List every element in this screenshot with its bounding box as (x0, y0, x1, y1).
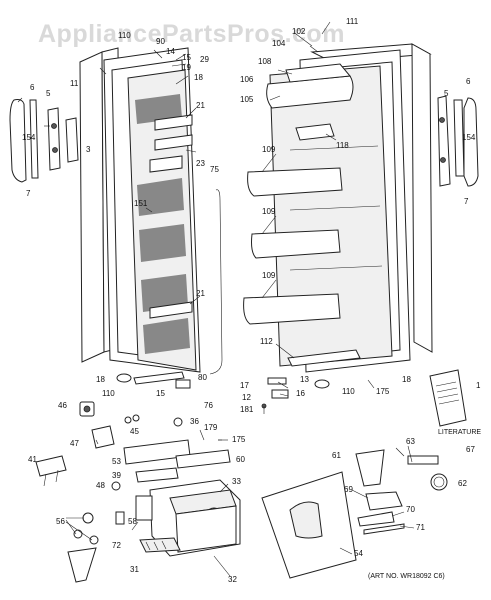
callout-70: 70 (406, 505, 415, 514)
callout-60: 60 (236, 455, 245, 464)
callout-75: 75 (210, 165, 219, 174)
literature-booklet: LITERATURE (429, 369, 481, 436)
callout-39: 39 (112, 471, 121, 480)
callout-108: 108 (258, 57, 272, 66)
callout-46: 46 (58, 401, 67, 410)
callout-41: 41 (28, 455, 37, 464)
callout-110c: 110 (342, 387, 355, 396)
callout-32: 32 (228, 575, 237, 584)
callout-15: 15 (182, 53, 191, 62)
callout-80: 80 (198, 373, 207, 382)
callout-102: 102 (292, 27, 306, 36)
callout-109b: 109 (262, 207, 276, 216)
callout-56: 56 (56, 517, 65, 526)
callout-6b: 6 (466, 77, 471, 86)
right-handle-assembly (437, 95, 479, 187)
callout-21b: 21 (196, 289, 205, 298)
callout-71: 71 (416, 523, 425, 532)
callout-5b: 5 (444, 89, 449, 98)
callout-62: 62 (458, 479, 467, 488)
callout-23: 23 (196, 159, 205, 168)
callout-154: 154 (22, 133, 36, 142)
callout-154b: 154 (462, 133, 476, 142)
callout-67: 67 (466, 445, 475, 454)
callout-36: 36 (190, 417, 199, 426)
callout-18b: 18 (96, 375, 105, 384)
callout-47: 47 (70, 439, 79, 448)
callout-11: 11 (70, 79, 79, 88)
callout-175: 175 (376, 387, 390, 396)
callout-109c: 109 (262, 271, 276, 280)
callout-18: 18 (194, 73, 203, 82)
callout-7: 7 (26, 189, 31, 198)
callout-111: 111 (346, 17, 359, 26)
callout-5: 5 (46, 89, 51, 98)
callout-105: 105 (240, 95, 254, 104)
callout-106: 106 (240, 75, 254, 84)
callout-90: 90 (156, 37, 165, 46)
hinge-small-parts (261, 377, 289, 414)
callout-61: 61 (332, 451, 341, 460)
callout-58: 58 (128, 517, 137, 526)
callout-109a: 109 (262, 145, 276, 154)
callout-63: 63 (406, 437, 415, 446)
callout-72: 72 (112, 541, 121, 550)
ice-chute-parts (355, 445, 448, 535)
callout-15b: 15 (156, 389, 165, 398)
callout-76: 76 (204, 401, 213, 410)
callout-33: 33 (232, 477, 241, 486)
callout-110: 110 (118, 31, 131, 40)
callout-175b: 175 (232, 435, 246, 444)
callout-14: 14 (166, 47, 175, 56)
literature-label: LITERATURE (438, 429, 481, 436)
callout-53: 53 (112, 457, 121, 466)
callout-31: 31 (130, 565, 139, 574)
fresh-food-door-assembly (243, 43, 433, 389)
callout-110b: 110 (102, 389, 115, 398)
callout-labels: 110 90 14 15 19 18 29 21 23 75 151 21 11… (22, 17, 481, 584)
callout-21: 21 (196, 101, 205, 110)
callout-3: 3 (86, 145, 91, 154)
callout-7b: 7 (464, 197, 469, 206)
dispenser-assembly (35, 401, 357, 583)
callout-69: 69 (344, 485, 353, 494)
callout-12: 12 (242, 393, 251, 402)
callout-6: 6 (30, 83, 35, 92)
callout-179: 179 (204, 423, 218, 432)
freezer-door-shelves (135, 94, 193, 354)
callout-19: 19 (182, 63, 191, 72)
callout-29: 29 (200, 55, 209, 64)
callout-104: 104 (272, 39, 286, 48)
callout-151: 151 (134, 199, 148, 208)
freezer-door-assembly (79, 47, 223, 389)
callout-48: 48 (96, 481, 105, 490)
callout-1: 1 (476, 381, 481, 390)
left-handle-assembly (9, 99, 79, 183)
callout-54: 54 (354, 549, 363, 558)
callout-13: 13 (300, 375, 309, 384)
callout-45: 45 (130, 427, 139, 436)
callout-18c: 18 (402, 375, 411, 384)
fresh-food-door-shelves (243, 145, 383, 325)
callout-118: 118 (336, 141, 349, 150)
callout-181: 181 (240, 405, 254, 414)
art-number-footnote: (ART NO. WR18092 C6) (368, 573, 445, 580)
callout-112: 112 (260, 337, 273, 346)
callout-16: 16 (296, 389, 305, 398)
callout-17: 17 (240, 381, 249, 390)
leader-lines (17, 21, 415, 577)
watermark-text: AppliancePartsPros.com (38, 20, 345, 48)
